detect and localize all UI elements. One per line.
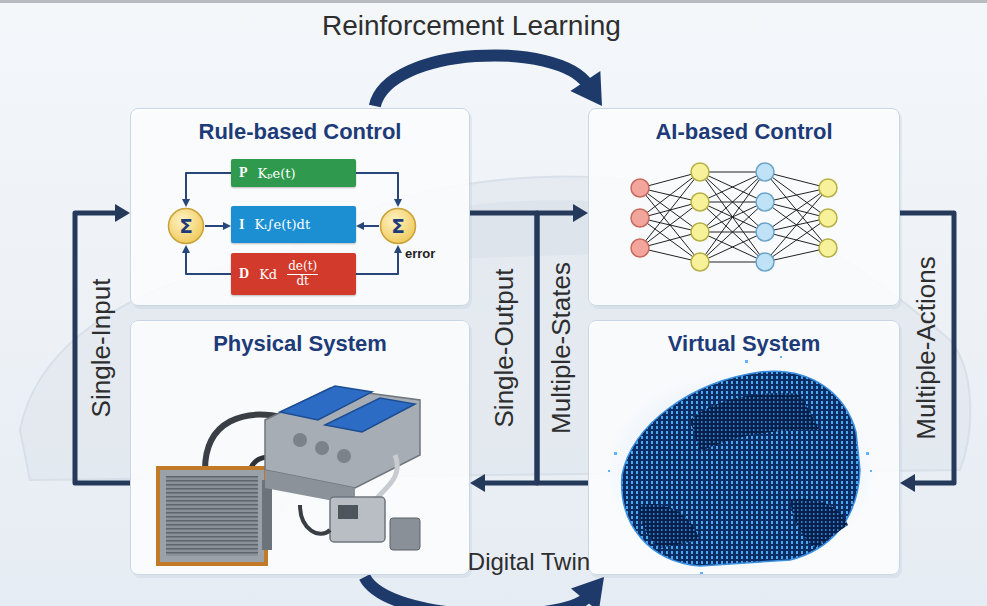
arrowhead [573, 204, 588, 222]
edge-label: Multiple-Actions [912, 256, 942, 440]
arrowhead [571, 577, 604, 606]
connector [356, 222, 379, 230]
connector-line [186, 252, 231, 274]
connector-line [205, 225, 224, 227]
connector-line [363, 225, 379, 227]
box-title: AI-based Control [589, 119, 899, 145]
arrowhead [394, 199, 402, 207]
arrowhead [182, 199, 190, 207]
box-title: Virtual System [589, 331, 899, 357]
arrowhead [223, 222, 231, 230]
arrowhead [900, 474, 915, 492]
fraction: de(t)dt [287, 260, 318, 287]
sum-symbol: Σ [179, 214, 193, 238]
block-letter: P [239, 165, 248, 181]
edge-label: Reinforcement Learning [322, 10, 621, 42]
connector-line [356, 173, 398, 200]
arrowhead [470, 474, 485, 492]
edge-label: Multiple-States [547, 262, 577, 434]
connector [205, 222, 231, 230]
edge-label: Digital Twin [468, 548, 590, 576]
gain-formula: Kᵢ∫e(t)dt [254, 217, 310, 232]
gain-formula: Kd [259, 267, 277, 282]
connector [537, 204, 588, 483]
fraction-denominator: dt [296, 275, 309, 288]
connector [356, 173, 402, 207]
derivative-block: D Kd de(t)dt [231, 253, 356, 295]
panel-fill [130, 108, 470, 306]
connector [356, 245, 402, 274]
panel-fills [130, 108, 902, 578]
top-rule [0, 0, 987, 3]
arrowhead [182, 245, 190, 253]
connector-line [186, 173, 231, 200]
neural-network-illustration [631, 163, 837, 271]
box-title: Physical System [131, 331, 469, 357]
connector-line [900, 213, 954, 483]
connector-line [375, 55, 588, 106]
control-panel: AI-based Control [588, 108, 900, 306]
proportional-block: P Kₚe(t) [231, 159, 356, 187]
connector-line [75, 213, 130, 483]
edge-label: Single-Input [87, 279, 117, 418]
summing-junction: Σ [167, 207, 205, 245]
box-title: Rule-based Control [131, 119, 469, 145]
signal-name: error [405, 246, 435, 261]
arrowhead [570, 71, 602, 106]
fraction-numerator: de(t) [287, 260, 318, 274]
block-letter: D [239, 266, 249, 282]
panel-fill [130, 320, 470, 575]
block-letter: I [239, 217, 244, 233]
arrowhead [356, 222, 364, 230]
panel-fill [588, 108, 900, 306]
connector [375, 55, 602, 106]
connector [900, 213, 954, 492]
summing-junction: Σerror [379, 207, 417, 245]
arrowhead [115, 204, 130, 222]
connector-line [537, 213, 588, 483]
connector-line [356, 252, 398, 274]
arrowhead [394, 245, 402, 253]
system-panel: Physical System [130, 320, 470, 575]
control-panel: Rule-based ControlP Kₚe(t) Σ I Kᵢ∫e(t)dt Σerr… [130, 108, 470, 306]
connector [182, 173, 231, 207]
system-panel: Virtual System [588, 320, 900, 575]
sum-symbol: Σ [391, 214, 405, 238]
connector [365, 577, 604, 606]
connector-line [365, 577, 588, 606]
connector [470, 213, 537, 492]
gain-formula: Kₚe(t) [258, 166, 296, 181]
connector [75, 204, 130, 483]
panel-fill [588, 320, 900, 575]
connector [182, 245, 231, 274]
engine-illustration [158, 386, 420, 564]
edge-label: Single-Output [490, 269, 520, 428]
digital-car-illustration [605, 356, 875, 574]
connector-line [470, 213, 537, 483]
integral-block: I Kᵢ∫e(t)dt [231, 206, 356, 243]
